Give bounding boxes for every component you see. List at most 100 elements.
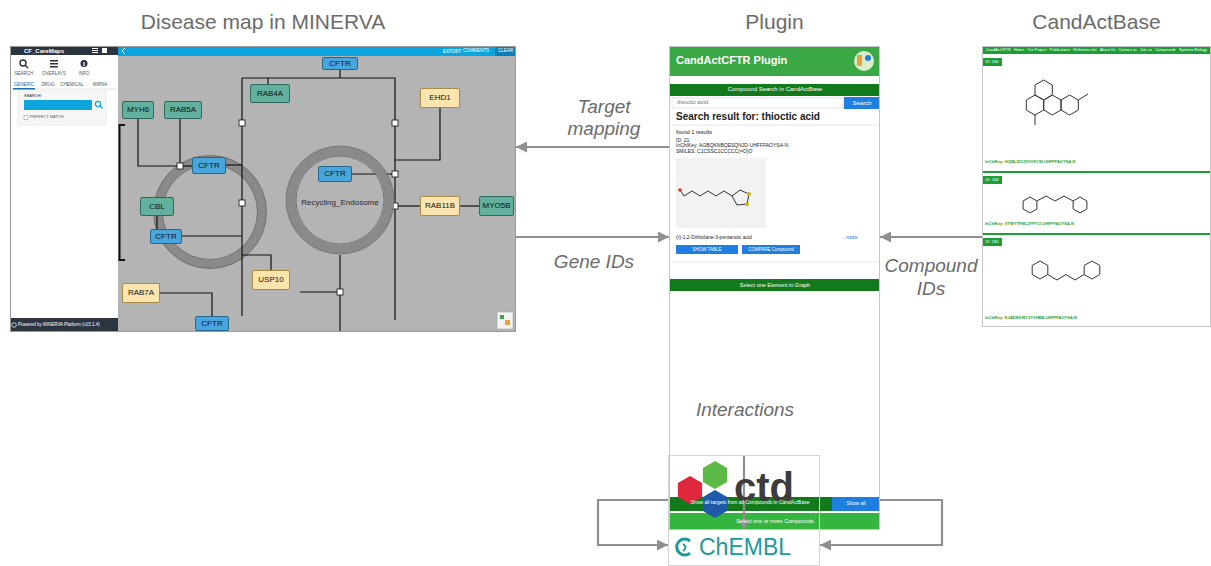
process-node [392, 120, 398, 126]
minerva-canvas [122, 48, 125, 54]
candactbase-interface [982, 233, 1211, 235]
candactbase-interface [982, 238, 1002, 246]
logo-text: ChEMBL [699, 534, 791, 560]
plugin-interface [669, 513, 880, 530]
molecule-drawing [1035, 115, 1036, 125]
minerva-sidebar [10, 46, 118, 332]
reaction-line [156, 216, 157, 229]
reaction-line [138, 119, 177, 166]
connector-arrow [516, 236, 669, 238]
molecule-drawing [1035, 80, 1052, 100]
gene-label: CBL [149, 202, 165, 211]
molecule-drawing [1037, 196, 1073, 201]
process-node [337, 289, 343, 295]
database-logo-box: ctdChEMBL [668, 455, 820, 566]
minerva-sidebar [102, 48, 107, 53]
process-node [239, 200, 245, 206]
plugin-interface [669, 46, 880, 530]
atom-dot [678, 188, 682, 192]
plugin-title: CandActCFTR Plugin [676, 54, 787, 67]
compound-name: (r)-1,2-Dithiolane-3-pentanoic acid [676, 235, 752, 241]
id-badge: ID: 166 [986, 60, 999, 65]
minerva-sidebar [81, 60, 88, 67]
ctd-logo [703, 461, 727, 489]
gene-node: CBL [140, 197, 174, 216]
nav-link: Contact us [1119, 48, 1137, 52]
edge-label: Gene IDs [544, 250, 644, 275]
reaction-line [226, 164, 242, 165]
nav-link: Systems Biology [1179, 48, 1207, 52]
connector-arrow [516, 146, 669, 148]
gene-label: USP10 [258, 275, 283, 284]
minerva-sidebar [18, 91, 106, 125]
molecule-drawing [680, 80, 1100, 280]
molecule-drawing [1032, 261, 1048, 279]
reaction-line [339, 70, 340, 78]
edge-label: Interactions [680, 398, 810, 423]
minerva-canvas [118, 46, 516, 332]
gene-node: USP10 [252, 270, 290, 290]
reaction-line [242, 255, 271, 270]
nav-link: Reference list [1073, 48, 1096, 52]
gene-label: CFTR [329, 59, 350, 68]
minerva-canvas [505, 320, 510, 325]
section-bar: Compound Search in CandActBase [728, 86, 823, 93]
plugin-interface [676, 158, 766, 228]
candactbase-interface [982, 171, 1211, 173]
plugin-interface [669, 84, 880, 96]
nav-link: Home [1014, 48, 1024, 52]
tab-label: DRUG [41, 82, 54, 87]
molecule-drawing [732, 190, 749, 205]
chembl-logo [677, 539, 690, 555]
tab-label: MIRNA [93, 82, 108, 87]
tab-label: CHEMICAL [60, 82, 83, 87]
button-label: COMPARE Compound [748, 247, 794, 252]
candactbase-interface [982, 54, 1211, 327]
process-node [177, 120, 398, 295]
nav-link: Join us [1140, 48, 1152, 52]
section-bar: Show all targets from all Compounds in C… [691, 500, 810, 506]
connector-arrow [598, 500, 669, 545]
reaction-line [241, 78, 242, 316]
gene-node: RAB7A [122, 283, 160, 303]
plugin-interface [742, 245, 800, 254]
field-label: SEARCH: [24, 94, 42, 99]
nav-link: Publications [1050, 48, 1070, 52]
gene-node: CFTR [150, 229, 182, 244]
inchikey-text: InChIKey: XTWYTFMLZFPYCI-UHFFFAOYSA-N [985, 222, 1074, 227]
minerva-sidebar [83, 62, 84, 66]
reaction-line [138, 70, 440, 331]
tab-label: GENERIC [14, 82, 35, 87]
plugin-interface [865, 55, 871, 61]
gene-label: MYH6 [127, 105, 149, 114]
tab-label: SEARCH [15, 71, 34, 76]
molecule-drawing [1023, 197, 1037, 213]
minerva-sidebar [24, 100, 92, 110]
app-title: CF_CareMaps [24, 48, 64, 55]
button-label: SHOW TABLE [692, 247, 721, 252]
minerva-sidebar [50, 60, 58, 62]
gene-node: CFTR [192, 157, 226, 174]
minerva-sidebar [10, 46, 118, 332]
connector-arrow [880, 236, 982, 238]
panel-heading: Disease map in MINERVA [141, 10, 385, 34]
process-node [392, 171, 398, 177]
tab-label: INFO [79, 71, 90, 76]
nav-link: Our Project [1027, 48, 1046, 52]
minerva-canvas [497, 312, 513, 329]
nav-link: Compounds [1155, 48, 1175, 52]
panel-heading: Plugin [745, 10, 803, 34]
molecule-drawing [1073, 197, 1087, 213]
minerva-sidebar [50, 63, 58, 65]
minerva-sidebar [100, 106, 103, 109]
atom-dot [747, 192, 751, 196]
compound-field: SMILES: C1CSSC1CCCCC(=O)O [676, 149, 752, 155]
screenshot-panel: CandActBase [982, 46, 1211, 327]
result-heading: Search result for: thioctic acid [676, 111, 820, 123]
reaction-line [242, 78, 395, 320]
gene-label: RAB7A [128, 288, 154, 297]
connector-arrow [460, 205, 479, 206]
